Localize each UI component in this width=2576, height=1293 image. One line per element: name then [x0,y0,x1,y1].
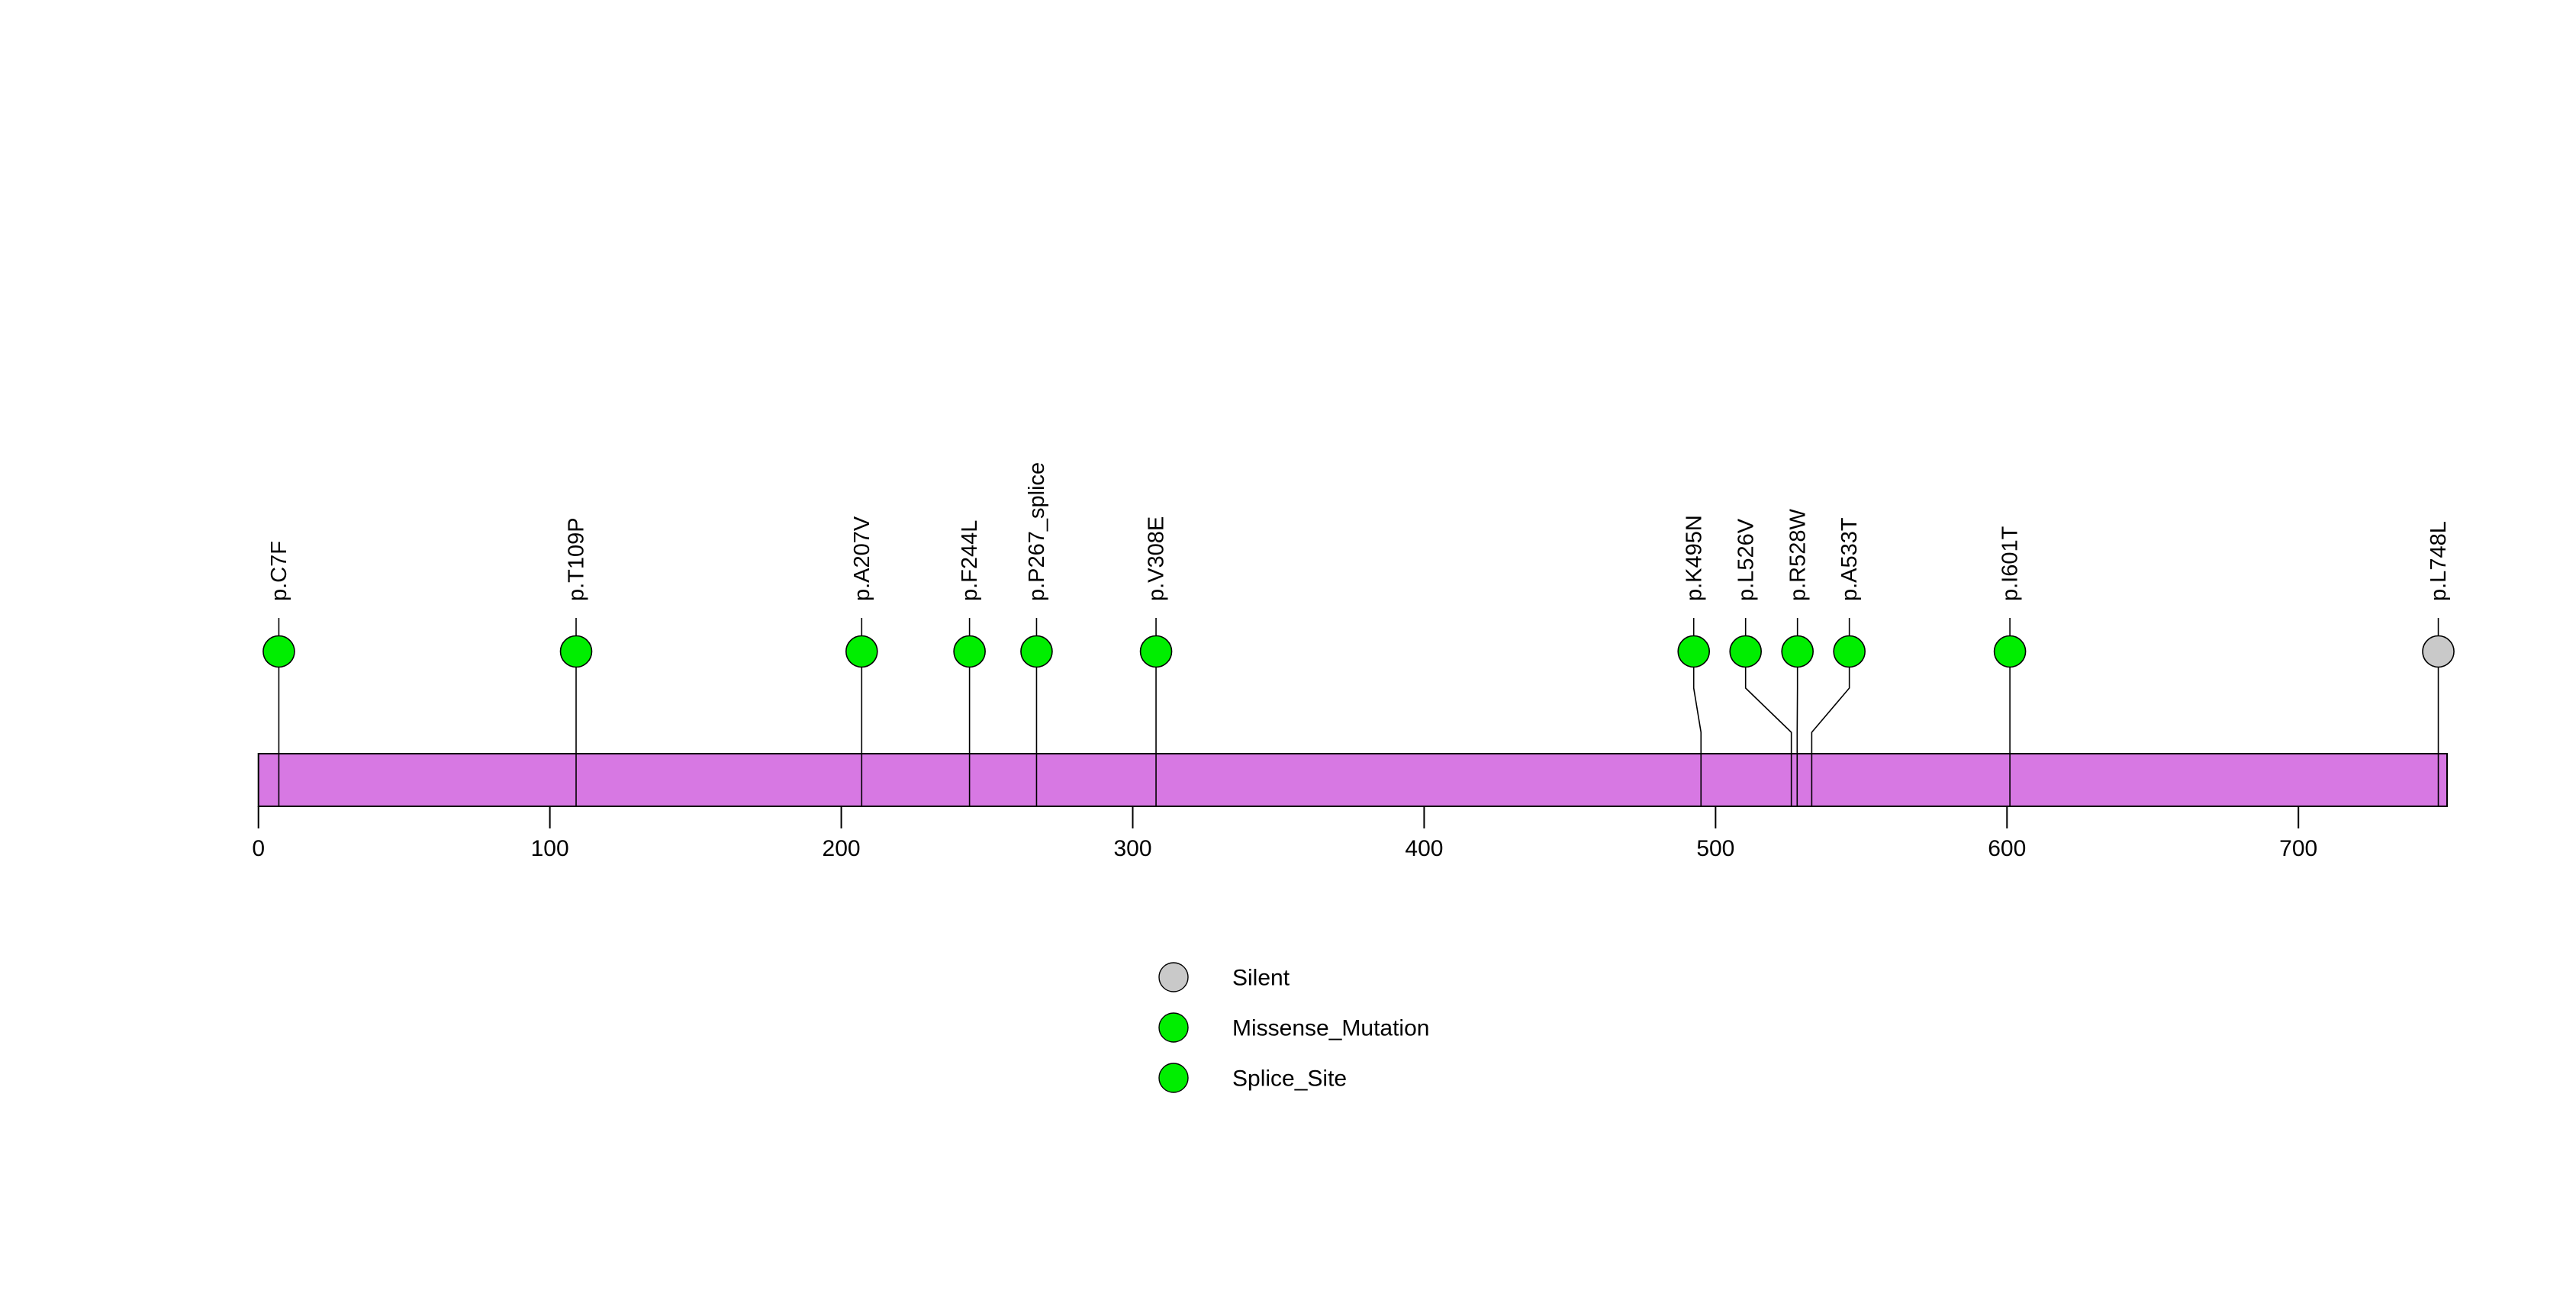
mutation-marker-p.R528W [1782,636,1813,667]
mutation-label-p.L748L: p.L748L [2426,521,2451,601]
mutation-marker-p.F244L [954,636,985,667]
mutation-marker-p.A207V [846,636,877,667]
mutation-label-p.A207V: p.A207V [850,516,874,601]
axis-tick-label-700: 700 [2279,836,2317,861]
mutation-label-group: p.C7F p.T109P p.A207V p.F244L p.P267_splice p… [267,462,2451,601]
mutation-label-p.V308E: p.V308E [1145,516,1169,601]
axis-tick-label-500: 500 [1696,836,1734,861]
protein-backbone [259,754,2447,806]
mutation-label-p.C7F: p.C7F [267,541,291,601]
legend-label-Missense_Mutation: Missense_Mutation [1232,1016,1429,1041]
backbone-group [259,754,2447,806]
marker-group [263,636,2454,667]
axis-tick-label-400: 400 [1405,836,1443,861]
mutation-label-p.I601T: p.I601T [1998,526,2023,601]
mutation-marker-p.C7F [263,636,295,667]
axis-tick-label-600: 600 [1988,836,2026,861]
mutation-marker-p.A533T [1834,636,1865,667]
legend-swatch-Splice_Site [1159,1063,1188,1092]
mutation-label-p.K495N: p.K495N [1682,515,1706,601]
mutation-label-p.P267_splice: p.P267_splice [1025,462,1049,601]
axis-tick-label-100: 100 [531,836,569,861]
mutation-marker-p.P267_splice [1021,636,1052,667]
mutation-marker-p.L526V [1730,636,1761,667]
mutation-label-p.T109P: p.T109P [565,517,589,601]
legend-swatch-Silent [1159,963,1188,992]
axis-tick-label-0: 0 [252,836,265,861]
mutation-marker-p.I601T [1995,636,2026,667]
axis-tick-label-200: 200 [823,836,861,861]
mutation-label-p.F244L: p.F244L [958,520,982,601]
mutation-marker-p.V308E [1141,636,1172,667]
legend-swatch-Missense_Mutation [1159,1013,1188,1042]
mutation-marker-p.T109P [561,636,592,667]
legend-label-Silent: Silent [1232,966,1290,991]
mutation-label-p.A533T: p.A533T [1837,517,1862,601]
mutation-marker-p.L748L [2423,636,2454,667]
legend-label-Splice_Site: Splice_Site [1232,1066,1347,1092]
mutation-label-p.R528W: p.R528W [1785,508,1810,601]
mutation-label-p.L526V: p.L526V [1734,518,1758,601]
mutation-marker-p.K495N [1678,636,1709,667]
axis-group: 0 100 200 300 400 500 600 700 [252,806,2317,861]
axis-tick-label-300: 300 [1113,836,1151,861]
